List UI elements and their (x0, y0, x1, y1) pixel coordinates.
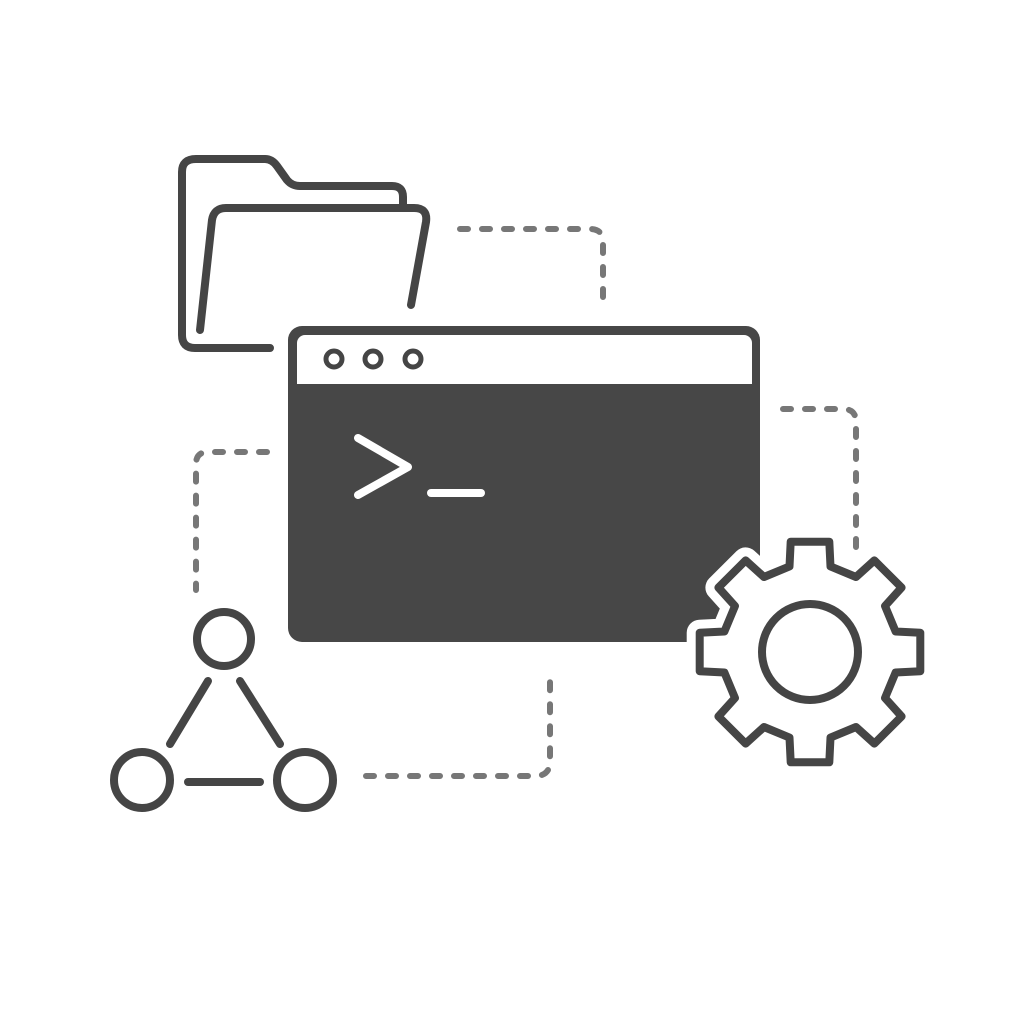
dashed-connectors (193, 226, 859, 779)
gear-icon (686, 528, 934, 776)
network-node-top (193, 608, 255, 670)
terminal-prompt-icon (354, 434, 485, 499)
terminal-window-icon (288, 326, 760, 642)
network-edge (166, 677, 212, 748)
gear-hole (758, 600, 862, 704)
dashed-connector-terminal-gear (780, 406, 859, 551)
window-dot-icon (402, 348, 424, 370)
window-dot-icon (362, 348, 384, 370)
network-icon (110, 608, 337, 812)
folder-front (196, 204, 431, 334)
folder-icon (178, 155, 431, 352)
dashed-connector-folder-terminal (457, 226, 606, 311)
network-node-right (273, 748, 337, 812)
network-edge (236, 677, 284, 748)
window-dot-icon (323, 348, 345, 370)
folder-back (178, 155, 407, 352)
dashed-connector-network-terminal (193, 449, 270, 593)
network-node-left (110, 748, 174, 812)
dashed-connector-network-bottom (363, 670, 553, 779)
